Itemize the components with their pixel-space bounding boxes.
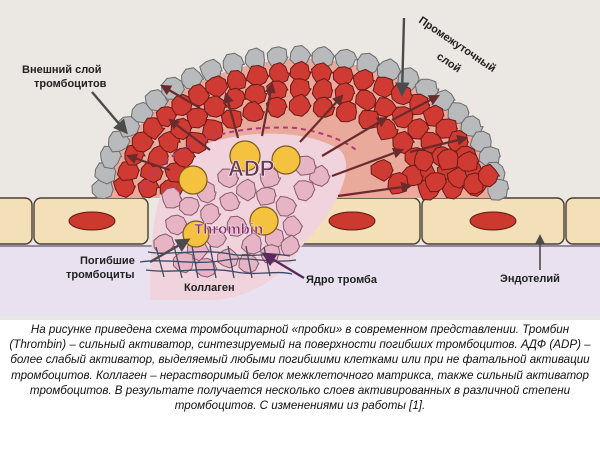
core-label: Ядро тромба bbox=[306, 274, 378, 286]
dead-platelet bbox=[178, 165, 208, 195]
red-platelet bbox=[113, 176, 136, 198]
core-platelet bbox=[280, 234, 301, 256]
red-platelet bbox=[312, 96, 336, 118]
red-platelet bbox=[205, 75, 229, 99]
red-platelet bbox=[370, 159, 394, 182]
core-platelet bbox=[219, 191, 241, 212]
core-platelet bbox=[165, 214, 188, 236]
core-platelet bbox=[293, 180, 316, 202]
core-platelet bbox=[282, 215, 303, 237]
core-platelet bbox=[217, 168, 240, 189]
dead-platelets-label-line2: тромбоциты bbox=[66, 269, 135, 281]
dead-platelets bbox=[178, 140, 301, 248]
red-platelet bbox=[372, 76, 396, 98]
core-platelet bbox=[226, 215, 248, 237]
red-platelet bbox=[117, 160, 140, 181]
red-platelet bbox=[227, 70, 247, 91]
core-platelet bbox=[255, 187, 277, 206]
red-platelet bbox=[373, 97, 397, 118]
adp-label: ADP bbox=[228, 156, 274, 181]
red-platelet bbox=[245, 65, 270, 87]
dead-platelet bbox=[229, 140, 261, 172]
core-platelet bbox=[259, 166, 282, 188]
red-platelet bbox=[288, 93, 312, 117]
cell-nucleus bbox=[68, 211, 116, 231]
endothelium-callout: Эндотелий bbox=[500, 234, 560, 285]
dead-platelets-label-line1: Погибшие bbox=[80, 255, 135, 267]
red-platelet bbox=[437, 148, 460, 171]
platelet-plug-diagram: ADP Thrombin Внешний слой тромбоцитов Пр… bbox=[0, 0, 600, 320]
red-platelet bbox=[147, 144, 169, 168]
core-platelet bbox=[161, 186, 183, 209]
cell-nucleus bbox=[328, 211, 376, 231]
intermediate-platelet-layer bbox=[113, 60, 500, 201]
endothelium-label: Эндотелий bbox=[500, 273, 560, 285]
red-platelet bbox=[478, 163, 500, 188]
core-platelet bbox=[275, 195, 298, 217]
core-platelet bbox=[173, 252, 194, 274]
activation-arrows bbox=[125, 81, 469, 198]
endothelial-cell bbox=[0, 197, 33, 245]
core-boundary bbox=[141, 126, 357, 191]
red-platelet bbox=[456, 150, 480, 172]
core-platelet bbox=[200, 203, 222, 225]
collagen-callout: Коллаген bbox=[184, 282, 235, 294]
endothelial-cells bbox=[0, 197, 600, 245]
core-callout: Ядро тромба bbox=[261, 252, 378, 286]
red-platelet bbox=[244, 83, 268, 105]
outer-layer-callout: Внешний слой тромбоцитов bbox=[22, 64, 128, 135]
core-platelet bbox=[179, 197, 200, 216]
red-platelet bbox=[352, 68, 376, 91]
red-platelet bbox=[446, 166, 470, 189]
core-platelet-layer bbox=[153, 155, 331, 278]
dead-platelets-callout: Погибшие тромбоциты bbox=[66, 238, 191, 281]
dead-platelet bbox=[249, 206, 279, 236]
cell-nucleus bbox=[469, 211, 517, 231]
subendothelial-tissue bbox=[0, 246, 600, 316]
thrombin-label: Thrombin bbox=[194, 221, 263, 238]
figure-caption: На рисунке приведена схема тромбоцитарно… bbox=[9, 323, 591, 413]
red-platelet bbox=[242, 101, 265, 122]
dead-platelet bbox=[271, 145, 301, 175]
core-platelet bbox=[236, 178, 257, 202]
red-platelet bbox=[202, 119, 224, 141]
red-platelet bbox=[358, 110, 380, 129]
red-platelet bbox=[335, 100, 358, 123]
outer-layer-label-line2: тромбоцитов bbox=[34, 78, 107, 90]
collagen-label: Коллаген bbox=[184, 282, 235, 294]
red-platelet bbox=[413, 149, 435, 172]
outer-layer-label-line1: Внешний слой bbox=[22, 64, 102, 76]
endothelial-cell bbox=[565, 197, 600, 245]
red-platelet bbox=[424, 172, 447, 193]
red-platelet bbox=[355, 89, 377, 112]
red-platelet bbox=[265, 96, 288, 119]
